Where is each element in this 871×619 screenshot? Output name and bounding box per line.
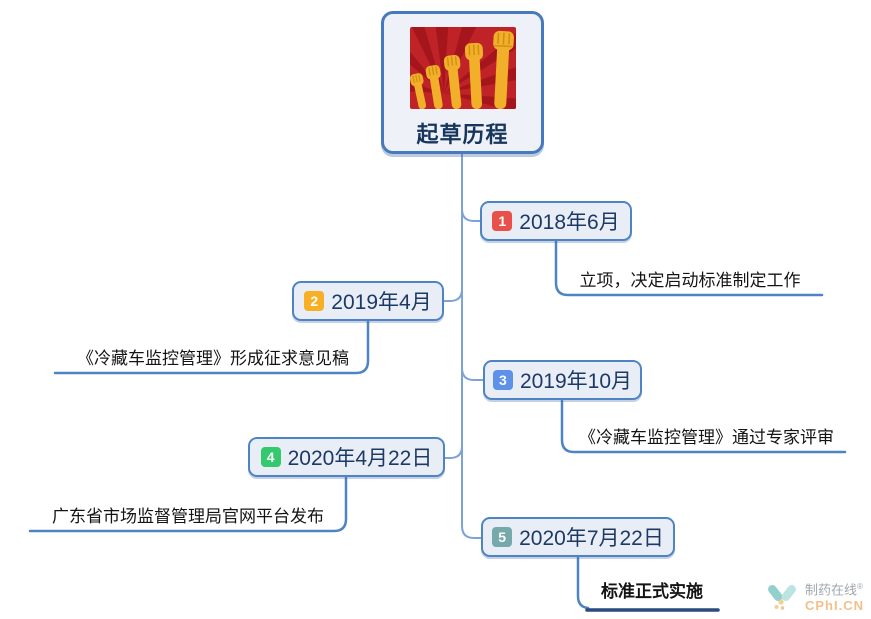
badge-number: 2 [304, 291, 325, 311]
root-topic[interactable]: 起草历程 [381, 11, 544, 154]
badge-number: 5 [492, 527, 513, 547]
timeline-detail-1[interactable]: 立项，决定启动标准制定工作 [579, 271, 801, 290]
timeline-node-2[interactable]: 2 2019年4月 [292, 281, 444, 321]
timeline-date: 2018年6月 [519, 211, 620, 234]
timeline-node-5[interactable]: 5 2020年7月22日 [481, 517, 675, 557]
timeline-node-4[interactable]: 4 2020年4月22日 [248, 437, 445, 477]
timeline-date: 2020年7月22日 [519, 527, 664, 550]
badge-number: 4 [260, 447, 281, 467]
timeline-detail-5[interactable]: 标准正式实施 [601, 582, 703, 601]
timeline-date: 2020年4月22日 [287, 447, 433, 470]
registered-mark: ® [857, 582, 863, 592]
cphi-logo-icon [763, 577, 801, 615]
timeline-date: 2019年10月 [519, 370, 633, 393]
timeline-node-1[interactable]: 1 2018年6月 [480, 201, 632, 241]
timeline-detail-3[interactable]: 《冷藏车监控管理》通过专家评审 [579, 428, 834, 447]
timeline-detail-4[interactable]: 广东省市场监督管理局官网平台发布 [52, 507, 324, 526]
timeline-detail-2[interactable]: 《冷藏车监控管理》形成征求意见稿 [77, 349, 349, 368]
badge-number: 1 [492, 211, 513, 231]
watermark: 制药在线® CPhI.CN [763, 577, 864, 615]
watermark-site: CPhI.CN [805, 597, 864, 613]
timeline-date: 2019年4月 [331, 291, 432, 314]
watermark-brand: 制药在线® [805, 582, 863, 598]
raised-fists-image [409, 27, 516, 109]
root-topic-title: 起草历程 [416, 122, 509, 147]
timeline-node-3[interactable]: 3 2019年10月 [483, 360, 642, 400]
badge-number: 3 [492, 370, 513, 390]
